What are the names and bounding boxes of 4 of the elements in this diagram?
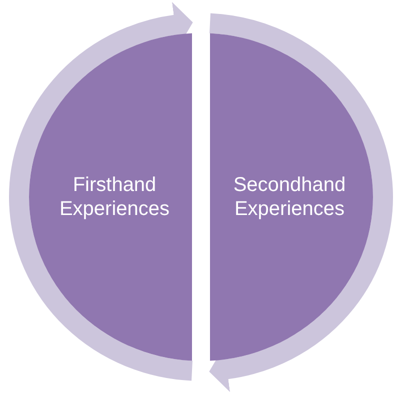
- node-label: Secondhand Experiences: [232, 173, 347, 221]
- cycle-arrow: [9, 2, 194, 381]
- cycle-arrow: [208, 13, 393, 392]
- node-label: Firsthand Experiences: [58, 173, 171, 221]
